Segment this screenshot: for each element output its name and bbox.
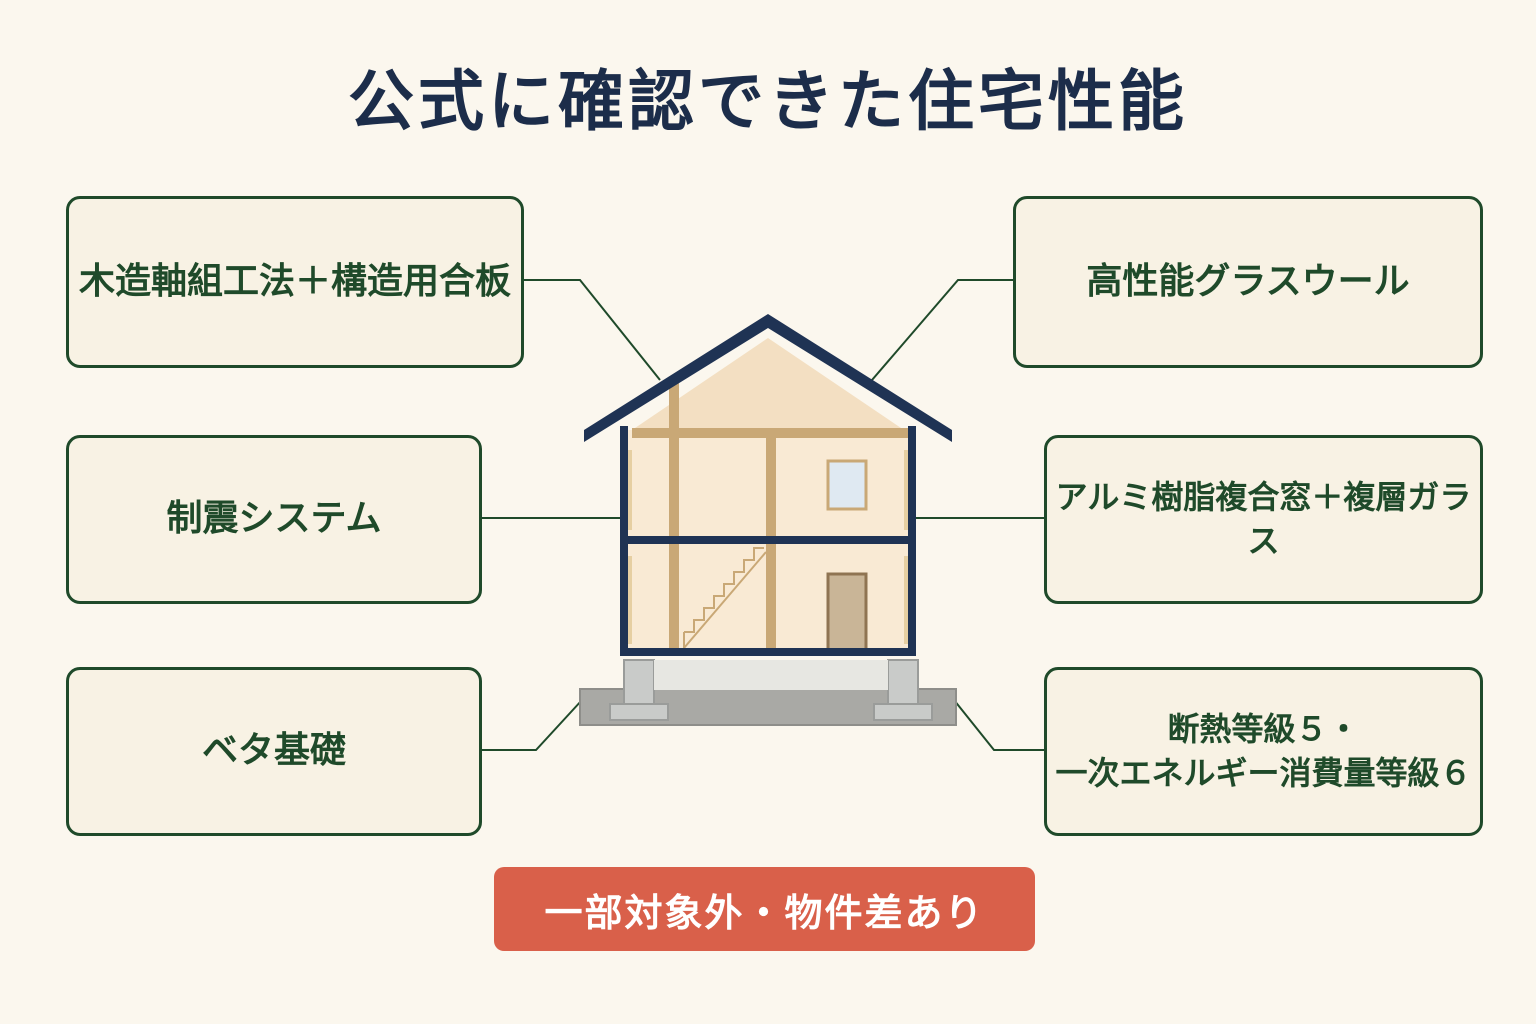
disclaimer-badge: 一部対象外・物件差あり — [494, 867, 1035, 951]
feature-grade-label-line2: 一次エネルギー消費量等級６ — [1055, 753, 1472, 792]
connector-foundation — [482, 699, 583, 751]
feature-window-label: アルミ樹脂複合窓＋複層ガラス — [1055, 478, 1472, 560]
outer-frame — [620, 426, 916, 656]
feature-grade-box: 断熱等級５・ 一次エネルギー消費量等級６ — [1044, 667, 1483, 836]
staircase — [683, 547, 767, 649]
footing-posts — [609, 659, 933, 721]
connector-structure — [524, 279, 661, 381]
feature-damping-box: 制震システム — [66, 435, 482, 604]
feature-foundation-label: ベタ基礎 — [201, 730, 346, 772]
connector-insulation — [871, 279, 1013, 381]
feature-structure-box: 木造軸組工法＋構造用合板 — [66, 196, 524, 368]
feature-foundation-box: ベタ基礎 — [66, 667, 482, 836]
feature-window-box: アルミ樹脂複合窓＋複層ガラス — [1044, 435, 1483, 604]
feature-insulation-label: 高性能グラスウール — [1086, 260, 1410, 302]
crawl-space — [654, 660, 888, 690]
feature-grade-label-line1: 断熱等級５・ — [1167, 710, 1360, 749]
interior-door — [826, 572, 868, 652]
feature-structure-label: 木造軸組工法＋構造用合板 — [78, 260, 511, 302]
connector-lines — [482, 279, 1044, 751]
attic-space — [632, 338, 904, 430]
upper-window — [826, 459, 868, 511]
page-title: 公式に確認できた住宅性能 — [348, 63, 1188, 140]
feature-damping-label: 制震システム — [166, 498, 382, 540]
connector-grade — [953, 699, 1044, 751]
feature-insulation-box: 高性能グラスウール — [1013, 196, 1483, 368]
